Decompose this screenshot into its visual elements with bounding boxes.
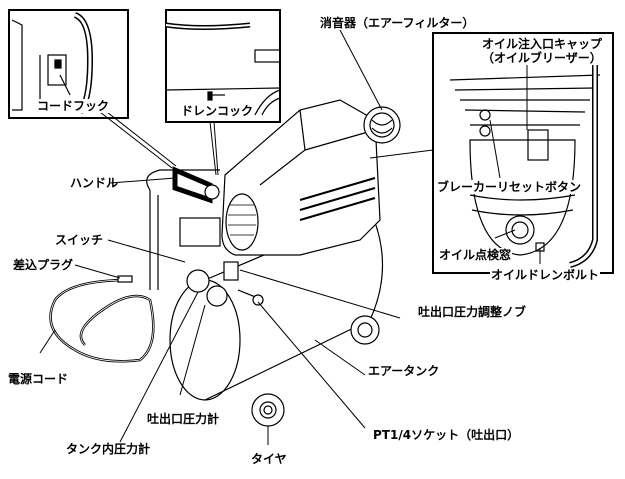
label-plug: 差込プラグ [13,258,74,272]
label-handle: ハンドル [70,176,119,190]
label-outlet-gauge: 吐出口圧力計 [147,412,220,426]
label-air-tank: エアータンク [368,364,440,378]
leader-lines [39,29,541,445]
label-drain-cock: ドレンコック [180,104,255,118]
label-oil-window: オイル点検窓 [438,248,513,262]
label-cord-hook: コードフック [36,99,111,113]
label-oil-cap-line2: （オイルブリーザー） [481,51,603,65]
label-oil-cap-line1: オイル注入口キャップ [481,37,604,51]
compressor-body [49,99,401,427]
label-outlet-regulator: 吐出口圧力調整ノブ [418,305,527,319]
label-muffler: 消音器（エアーフィルター） [320,16,475,30]
label-breaker-reset: ブレーカーリセットボタン [436,180,583,194]
inset-oil-area [432,32,614,274]
label-socket: PT1/4ソケット（吐出口） [373,428,520,442]
inset-drain-cock [165,9,281,123]
label-power-cord: 電源コード [8,372,69,386]
label-switch: スイッチ [55,233,104,247]
label-tire: タイヤ [251,452,287,466]
label-oil-drain-bolt: オイルドレンボルト [490,268,601,282]
label-tank-gauge: タンク内圧力計 [66,442,151,456]
